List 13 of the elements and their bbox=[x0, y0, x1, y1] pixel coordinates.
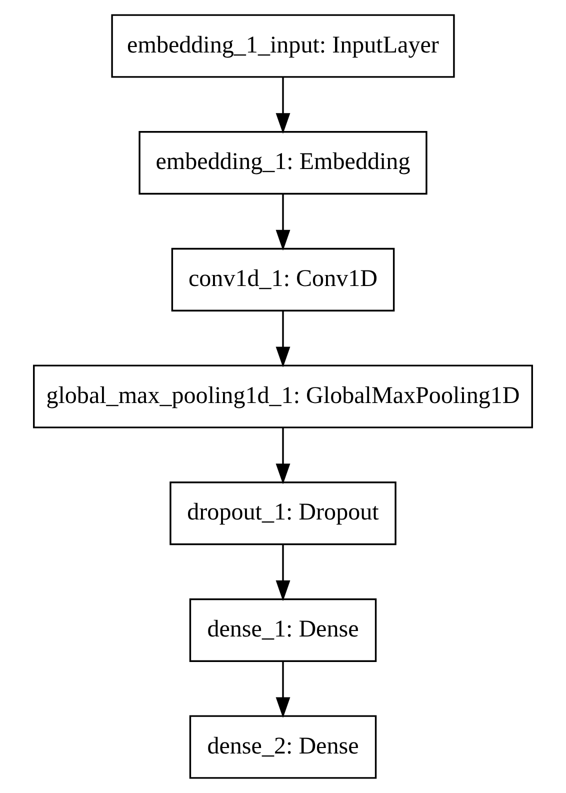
node-box: dropout_1: Dropout bbox=[170, 482, 396, 546]
arrow bbox=[276, 194, 290, 251]
arrow bbox=[276, 662, 290, 718]
node-box: dense_1: Dense bbox=[189, 598, 377, 662]
arrow bbox=[276, 544, 290, 602]
arrow bbox=[276, 78, 290, 134]
node-box: dense_2: Dense bbox=[189, 715, 377, 779]
arrow bbox=[276, 428, 290, 484]
node-box: embedding_1_input: InputLayer bbox=[111, 14, 455, 78]
node-box: conv1d_1: Conv1D bbox=[171, 248, 395, 312]
node-box: embedding_1: Embedding bbox=[138, 131, 428, 195]
arrow bbox=[276, 311, 290, 368]
node-box: global_max_pooling1d_1: GlobalMaxPooling1D bbox=[33, 364, 533, 428]
